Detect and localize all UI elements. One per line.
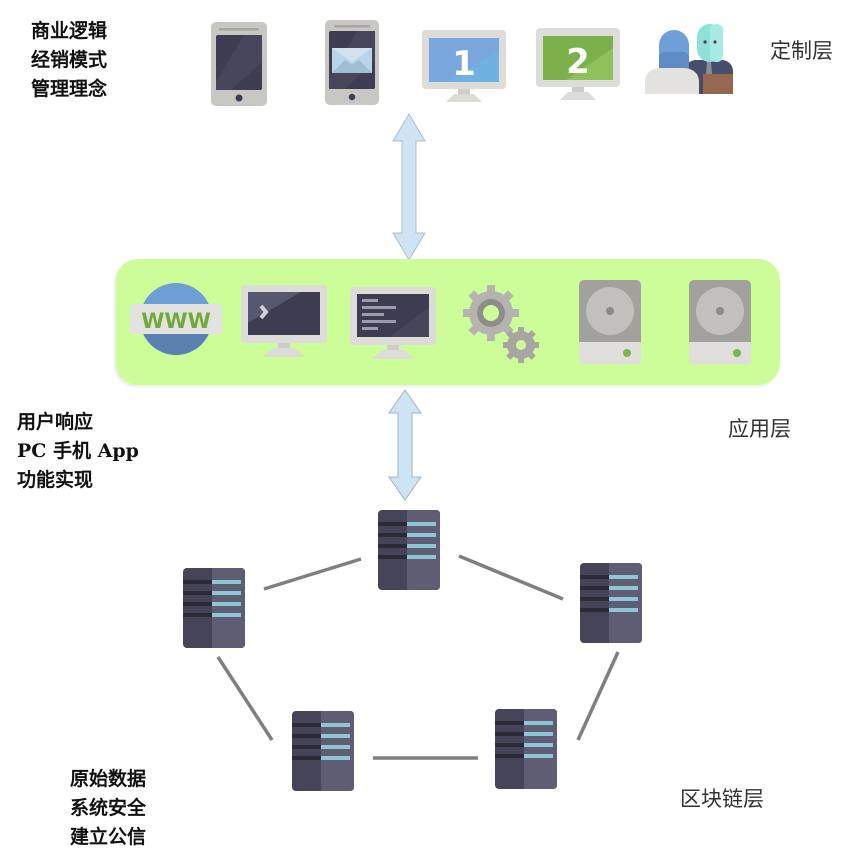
custom-layer-label: 定制层 bbox=[770, 39, 833, 63]
note-line: 功能实现 bbox=[17, 469, 94, 491]
blockchain-layer-notes: 原始数据 系统安全 建立公信 bbox=[70, 765, 146, 852]
monitor-number: 1 bbox=[452, 44, 476, 84]
users-meeting-icon bbox=[645, 22, 737, 96]
application-layer-panel bbox=[116, 259, 780, 385]
hard-drive-icon bbox=[689, 280, 751, 364]
gears-icon bbox=[461, 283, 545, 365]
application-layer-notes: 用户响应 PC 手机 App 功能实现 bbox=[17, 408, 139, 495]
link-line bbox=[216, 656, 274, 741]
note-line: 原始数据 bbox=[70, 768, 147, 790]
note-line: 管理理念 bbox=[31, 78, 108, 100]
note-line: 用户响应 bbox=[17, 411, 94, 433]
custom-layer-notes: 商业逻辑 经销模式 管理理念 bbox=[31, 17, 107, 104]
link-line bbox=[263, 557, 362, 591]
note-line: 商业逻辑 bbox=[31, 20, 108, 42]
blockchain-layer-label: 区块链层 bbox=[680, 787, 764, 811]
server-node bbox=[183, 568, 245, 648]
phone-mail-icon bbox=[325, 20, 379, 105]
server-node bbox=[378, 510, 440, 590]
monitor-2-icon: 2 bbox=[536, 28, 620, 100]
www-globe-icon: WWW bbox=[130, 282, 222, 356]
link-line bbox=[458, 554, 564, 601]
note-line: 经销模式 bbox=[31, 49, 108, 71]
server-node bbox=[580, 563, 642, 643]
terminal-monitor-icon bbox=[241, 285, 327, 357]
application-layer-label: 应用层 bbox=[728, 417, 791, 441]
server-node bbox=[292, 711, 354, 791]
note-line: PC 手机 App bbox=[17, 440, 139, 462]
document-monitor-icon bbox=[350, 287, 436, 359]
www-text: WWW bbox=[141, 309, 211, 333]
monitor-1-icon: 1 bbox=[422, 30, 506, 102]
hard-drive-icon bbox=[579, 280, 641, 364]
arrow-application-blockchain bbox=[387, 389, 423, 501]
phone-icon bbox=[211, 22, 267, 106]
link-line bbox=[576, 651, 620, 741]
monitor-number: 2 bbox=[566, 42, 590, 82]
server-node bbox=[495, 709, 557, 789]
note-line: 建立公信 bbox=[70, 826, 147, 848]
note-line: 系统安全 bbox=[70, 797, 147, 819]
